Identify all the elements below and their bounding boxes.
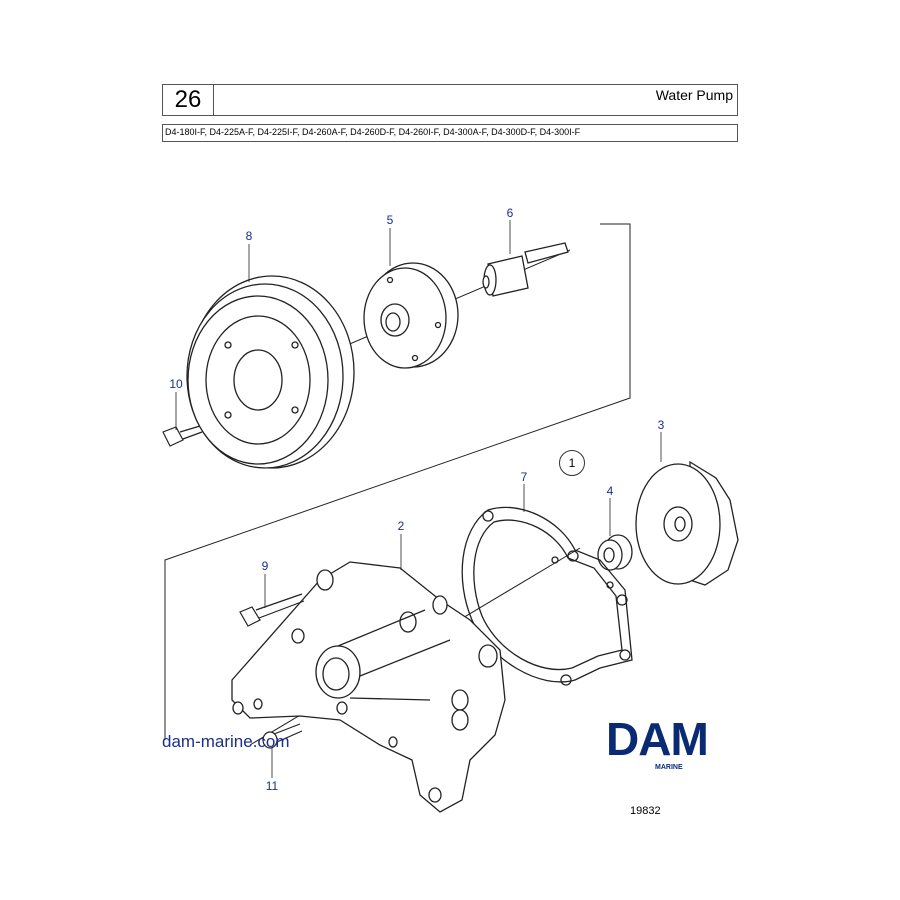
callout-9: 9: [261, 559, 269, 573]
bolt-9-part: [239, 593, 305, 627]
models-box: D4-180I-F, D4-225A-F, D4-225I-F, D4-260A…: [162, 124, 738, 142]
pulley-part: [186, 275, 355, 469]
seal-part: [597, 534, 633, 571]
dam-logo-subtitle: MARINE: [655, 764, 683, 771]
page-number-box: 26: [162, 84, 214, 116]
drawing-number: 19832: [630, 805, 661, 817]
reference-frame-line: [164, 223, 631, 740]
callout-7: 7: [520, 470, 528, 484]
callout-5: 5: [386, 213, 394, 227]
shaft-part: [482, 242, 569, 297]
title-box: Water Pump: [213, 84, 738, 116]
leader-lines: [175, 220, 662, 778]
page-number: 26: [174, 86, 202, 113]
hub-flange-part: [363, 262, 459, 369]
model-list: D4-180I-F, D4-225A-F, D4-225I-F, D4-260A…: [165, 127, 581, 137]
dam-logo: DAM: [606, 713, 709, 765]
callout-2: 2: [397, 519, 405, 533]
callout-11: 11: [265, 779, 279, 793]
pump-housing-part: [231, 561, 506, 813]
bolt-11-part: [262, 723, 303, 749]
website-link[interactable]: dam-marine.com: [162, 732, 290, 751]
callout-8: 8: [245, 229, 253, 243]
bolt-10-part: [162, 425, 203, 447]
callout-6: 6: [506, 206, 514, 220]
impeller-part: [635, 460, 739, 586]
gasket-part: [461, 506, 633, 686]
callout-10: 10: [169, 377, 183, 391]
callout-3: 3: [657, 418, 665, 432]
callout-1: 1: [568, 456, 576, 470]
callout-1-circle: 1: [559, 450, 585, 476]
page-title: Water Pump: [655, 87, 733, 103]
callout-4: 4: [606, 484, 614, 498]
